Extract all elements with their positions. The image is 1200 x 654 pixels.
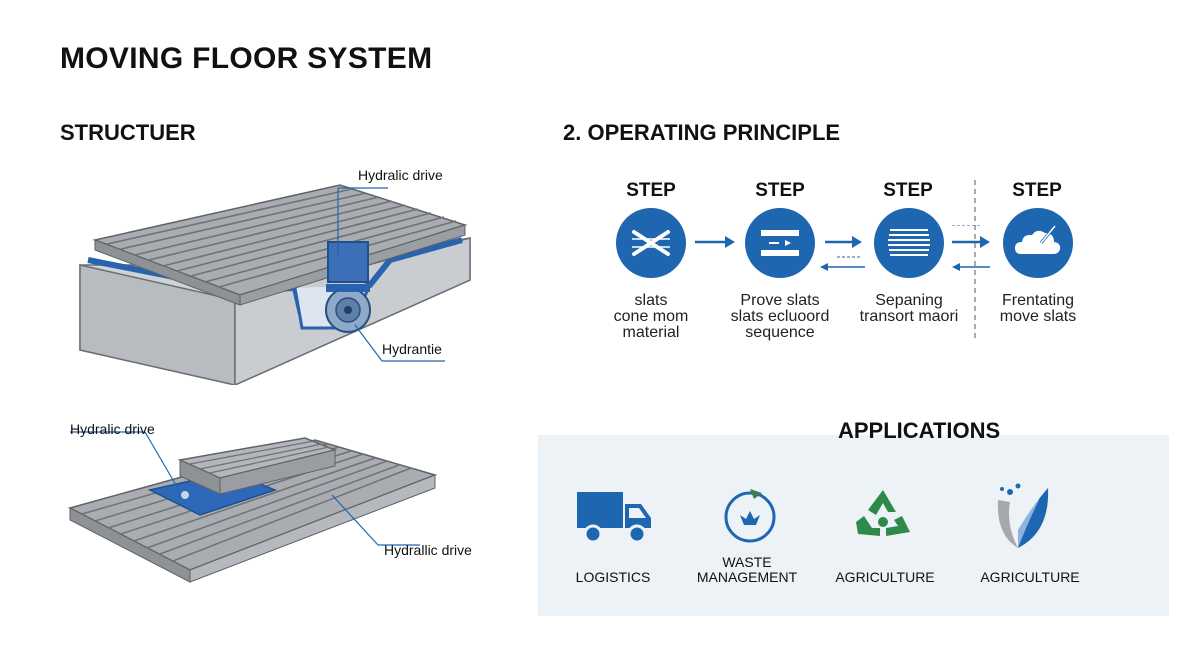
step-2-desc-line-2: slats ecluoord bbox=[730, 308, 830, 325]
applications-heading: APPLICATIONS bbox=[838, 418, 1001, 443]
step-4-circle bbox=[1003, 208, 1073, 278]
step-4-desc: Frentating move slats bbox=[968, 293, 1108, 325]
waste-icon bbox=[724, 489, 776, 543]
app-label-agriculture-2-line-1: AGRICULTURE bbox=[980, 569, 1080, 585]
app-label-logistics: LOGISTICS bbox=[548, 570, 678, 585]
step-1-desc-line-3: material bbox=[622, 324, 680, 341]
step-4-desc-line-1: Frentating bbox=[1001, 292, 1075, 309]
callout-hydraulic-drive-bottom-right: Hydrallic drive bbox=[384, 542, 472, 558]
step-2-circle bbox=[745, 208, 815, 278]
app-label-waste-line-2: MANAGEMENT bbox=[696, 569, 798, 585]
cloud-tool-icon bbox=[1015, 225, 1061, 254]
leaf-drops-icon bbox=[997, 483, 1049, 548]
operating-heading: 2. OPERATING PRINCIPLE bbox=[563, 120, 841, 145]
app-label-waste-management: WASTE MANAGEMENT bbox=[682, 555, 812, 585]
app-label-waste-line-1: WASTE bbox=[722, 554, 772, 570]
step-1-desc-line-2: cone mom bbox=[613, 308, 689, 325]
step-3-desc-line-2: transort maori bbox=[859, 308, 959, 325]
slat-sequence-icon bbox=[761, 230, 799, 256]
top-floor-illustration bbox=[79, 184, 471, 385]
step-1-title: STEP bbox=[626, 180, 676, 201]
app-label-agriculture-2: AGRICULTURE bbox=[965, 570, 1095, 585]
callout-hydrantie: Hydrantie bbox=[382, 341, 442, 357]
step-1-circle bbox=[616, 208, 686, 278]
step-2-desc-line-1: Prove slats bbox=[740, 292, 820, 309]
app-label-agriculture-1: AGRICULTURE bbox=[820, 570, 950, 585]
step-4-desc-line-2: move slats bbox=[999, 308, 1077, 325]
slats-stack-icon bbox=[888, 229, 930, 256]
app-label-logistics-line-1: LOGISTICS bbox=[575, 569, 651, 585]
crossed-slats-icon bbox=[632, 230, 670, 256]
callout-hydraulic-drive-top: Hydralic drive bbox=[358, 167, 443, 183]
step-2-title: STEP bbox=[755, 180, 805, 201]
bottom-floor-illustration bbox=[67, 431, 438, 583]
step-3-desc: Sepaning transort maori bbox=[839, 293, 979, 325]
step-2-desc-line-3: sequence bbox=[745, 324, 815, 341]
step-1-desc-line-1: slats bbox=[634, 292, 668, 309]
step-2-desc: Prove slats slats ecluoord sequence bbox=[710, 293, 850, 341]
page-title: MOVING FLOOR SYSTEM bbox=[60, 42, 433, 75]
step-arrows bbox=[695, 225, 990, 271]
callout-hydraulic-drive-bottom-left: Hydralic drive bbox=[70, 421, 155, 437]
step-4-title: STEP bbox=[1012, 180, 1062, 201]
app-label-agriculture-1-line-1: AGRICULTURE bbox=[835, 569, 935, 585]
recycle-icon bbox=[856, 490, 910, 536]
structure-heading: STRUCTUER bbox=[60, 120, 196, 145]
step-3-circle bbox=[874, 208, 944, 278]
step-3-desc-line-1: Sepaning bbox=[875, 292, 943, 309]
truck-icon bbox=[577, 492, 651, 544]
step-1-desc: slats cone mom material bbox=[581, 293, 721, 341]
step-3-title: STEP bbox=[883, 180, 933, 201]
